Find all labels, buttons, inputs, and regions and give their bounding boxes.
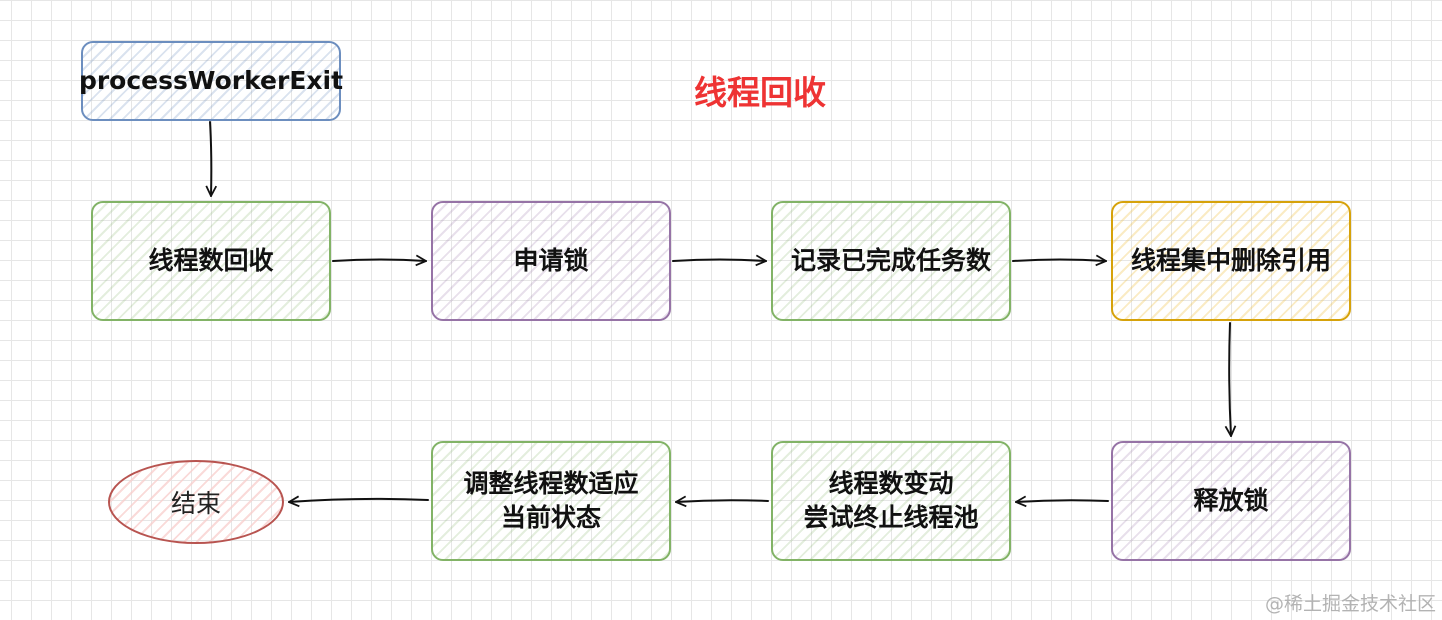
node-adjust-worker-count-text: 调整线程数适应 当前状态 [463,467,638,535]
node-record-completed-tasks: 记录已完成任务数 [771,201,1011,321]
arrow-release-to-terminate [1015,495,1109,508]
node-adjust-line1: 调整线程数适应 [463,469,639,499]
node-worker-count-recycle-label: 线程数回收 [148,246,274,276]
node-remove-reference: 线程集中删除引用 [1111,201,1351,321]
arrow-remove-to-release [1224,322,1237,437]
arrow-start-to-recycle [205,121,218,197]
node-try-terminate: 线程数变动 尝试终止线程池 [771,441,1011,561]
node-process-worker-exit: processWorkerExit [78,41,344,121]
node-release-lock-label: 释放锁 [1193,486,1269,516]
node-try-terminate-line1: 线程数变动 [828,469,954,499]
arrow-record-to-remove [1012,254,1107,267]
arrow-lock-to-record [672,254,767,267]
node-try-terminate-text: 线程数变动 尝试终止线程池 [803,467,978,535]
node-adjust-line2: 当前状态 [500,503,601,532]
node-end: 结束 [108,460,284,544]
watermark: @稀土掘金技术社区 [1264,593,1436,615]
node-release-lock: 释放锁 [1111,441,1351,561]
node-end-label: 结束 [170,489,221,518]
arrow-recycle-to-lock [332,254,427,267]
node-acquire-lock-label: 申请锁 [513,246,589,276]
node-try-terminate-line2: 尝试终止线程池 [803,503,979,532]
node-record-completed-tasks-label: 记录已完成任务数 [790,246,991,276]
node-worker-count-recycle: 线程数回收 [91,201,331,321]
node-acquire-lock: 申请锁 [431,201,671,321]
node-adjust-worker-count: 调整线程数适应 当前状态 [431,441,671,561]
node-remove-reference-label: 线程集中删除引用 [1130,246,1331,276]
diagram-title: 线程回收 [694,73,826,112]
node-process-worker-exit-label: processWorkerExit [78,66,344,96]
arrow-terminate-to-adjust [675,495,769,508]
arrow-adjust-to-end [288,495,429,508]
